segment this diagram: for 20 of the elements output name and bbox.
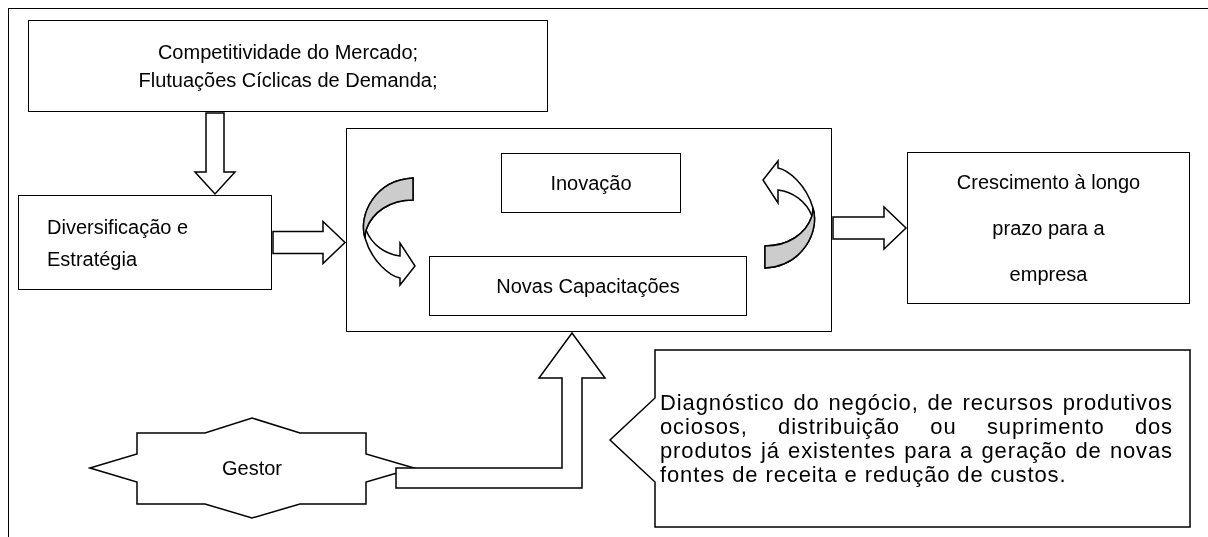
node-label: Crescimento à longo prazo para a empresa bbox=[956, 170, 1141, 287]
process-box bbox=[907, 152, 1190, 304]
node-label: Novas Capacitações bbox=[496, 274, 680, 299]
block-arrow bbox=[395, 331, 607, 489]
curved-arrow bbox=[762, 160, 816, 269]
node-label: Inovação bbox=[550, 171, 632, 196]
node-label: Diagnóstico do negócio, de recursos produtivos ociosos, distribuição ou suprimento dos produtos já existentes para a geração de novas fontes de receita e redução de custos. bbox=[660, 390, 1173, 487]
process-box bbox=[28, 20, 548, 112]
node-label: Diversificação e Estratégia bbox=[47, 214, 190, 272]
process-box bbox=[429, 256, 747, 316]
block-arrow bbox=[193, 112, 237, 196]
block-arrow bbox=[832, 205, 908, 251]
process-box bbox=[501, 153, 681, 213]
callout-box bbox=[608, 349, 1191, 528]
group-box bbox=[346, 128, 832, 332]
node-label: Gestor bbox=[222, 456, 282, 481]
block-arrow bbox=[272, 219, 347, 266]
curved-arrow bbox=[362, 177, 416, 286]
process-box bbox=[18, 195, 272, 290]
node-label: Competitividade do Mercado; Flutuações Cíclicas de Demanda; bbox=[137, 40, 439, 93]
